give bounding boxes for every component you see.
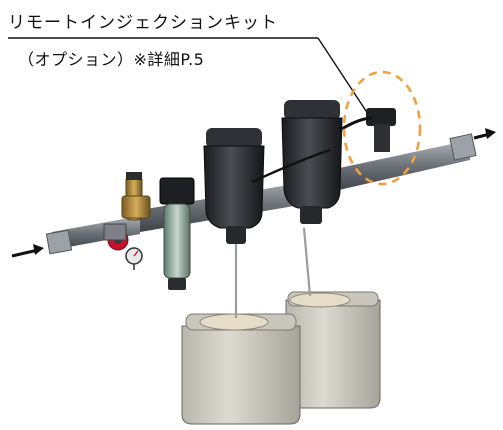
highlight-dashed-ellipse bbox=[342, 70, 422, 186]
chemical-tank-left bbox=[181, 313, 301, 425]
callout-subtitle: （オプション）※詳細P.5 bbox=[18, 50, 205, 69]
arrow-right-icon bbox=[473, 128, 496, 140]
dosing-pump-left bbox=[203, 128, 265, 244]
suction-tube-right bbox=[302, 227, 312, 297]
remote-injection-kit bbox=[251, 108, 396, 184]
pressure-regulator bbox=[121, 172, 151, 221]
arrow-right-icon bbox=[11, 244, 44, 258]
dosing-pump-right bbox=[281, 100, 343, 224]
pressure-gauge bbox=[125, 247, 143, 270]
inlet-valve bbox=[103, 223, 129, 251]
callout-leader-line bbox=[8, 37, 373, 121]
water-filter bbox=[159, 177, 195, 290]
callout-title: リモートインジェクションキット bbox=[8, 13, 278, 33]
